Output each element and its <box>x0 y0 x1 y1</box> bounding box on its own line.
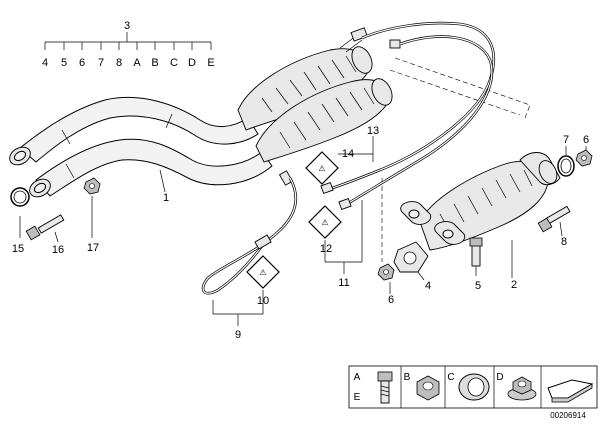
label-part-11: 11 <box>338 277 349 289</box>
label-part-17: 17 <box>87 242 99 254</box>
clamp-ring-icon <box>458 373 490 401</box>
warning-icon: ⚠ <box>259 268 266 277</box>
label-part-14: 14 <box>342 148 354 160</box>
legend-letter-b: B <box>404 372 411 383</box>
kit-content-labels: 4 5 6 7 8 A B C D E <box>42 57 215 69</box>
kit-label: 6 <box>79 57 85 69</box>
wedge-arrow-icon <box>547 379 594 403</box>
lambda-sensor-lower <box>254 234 272 250</box>
document-number: 00206914 <box>550 411 586 420</box>
front-pipe-lower <box>35 138 273 197</box>
label-part-6-middle: 6 <box>388 294 394 306</box>
nut-6-middle <box>377 263 395 281</box>
kit-label: D <box>188 57 196 69</box>
nut-17 <box>83 177 101 195</box>
gasket-4 <box>393 241 429 273</box>
kit-label: E <box>207 57 214 69</box>
label-part-3: 3 <box>124 20 130 32</box>
legend-letter-d: D <box>496 372 503 383</box>
warning-triangle-12: ⚠ <box>308 205 342 239</box>
label-part-6-right: 6 <box>583 134 589 146</box>
kit-label: A <box>133 57 141 69</box>
converter-outlet-tubes <box>339 27 401 53</box>
catalytic-converter-upper-front <box>255 78 393 163</box>
leader-lines <box>19 136 587 326</box>
lambda-cable-lower <box>201 177 298 295</box>
kit-label: 8 <box>116 57 122 69</box>
bolt-16 <box>25 214 65 241</box>
kit-label: 4 <box>42 57 48 69</box>
converter-2-flange-bottom <box>434 221 466 245</box>
legend-letter-c: C <box>447 372 454 383</box>
kit-label: C <box>170 57 178 69</box>
label-part-12: 12 <box>320 243 332 255</box>
lambda-sensor-connectors <box>320 181 352 211</box>
label-part-7: 7 <box>563 134 569 146</box>
label-part-5: 5 <box>475 280 481 292</box>
catalytic-converter-upper-rear <box>237 46 373 131</box>
converter-2-flange-top <box>400 201 432 225</box>
assembly-outline <box>381 57 531 262</box>
gasket-ring-15 <box>10 187 30 207</box>
label-part-1: 1 <box>163 192 169 204</box>
warning-icon: ⚠ <box>318 164 325 173</box>
front-pipe-flange-upper <box>9 146 31 166</box>
kit-bracket <box>44 32 212 50</box>
front-pipe-upper <box>19 97 259 163</box>
label-part-4: 4 <box>425 280 431 292</box>
kit-label: 5 <box>61 57 67 69</box>
warning-triangle-10: ⚠ <box>246 255 280 289</box>
label-part-8: 8 <box>561 236 567 248</box>
label-part-2: 2 <box>511 279 517 291</box>
flange-nut-icon <box>507 376 537 401</box>
gasket-ring-7 <box>557 155 575 177</box>
bolt-5 <box>469 237 483 267</box>
bolt-icon <box>377 371 393 404</box>
front-pipe-flange-lower <box>29 178 51 198</box>
warning-icon: ⚠ <box>321 218 328 227</box>
hex-nut-icon <box>416 375 440 401</box>
warning-triangle-14: ⚠ <box>305 151 339 185</box>
kit-label: 7 <box>98 57 104 69</box>
label-part-15: 15 <box>12 243 24 255</box>
hardware-legend: A E B C D <box>348 365 598 409</box>
legend-letter-e: E <box>354 392 361 403</box>
kit-label: B <box>151 57 158 69</box>
nut-6-right <box>575 149 593 167</box>
label-part-16: 16 <box>52 244 64 256</box>
sensor-boss <box>278 170 294 186</box>
bolt-8 <box>537 205 571 233</box>
legend-letter-a: A <box>354 372 361 383</box>
label-part-9: 9 <box>235 329 241 341</box>
label-part-13: 13 <box>367 125 379 137</box>
label-part-10: 10 <box>257 295 269 307</box>
